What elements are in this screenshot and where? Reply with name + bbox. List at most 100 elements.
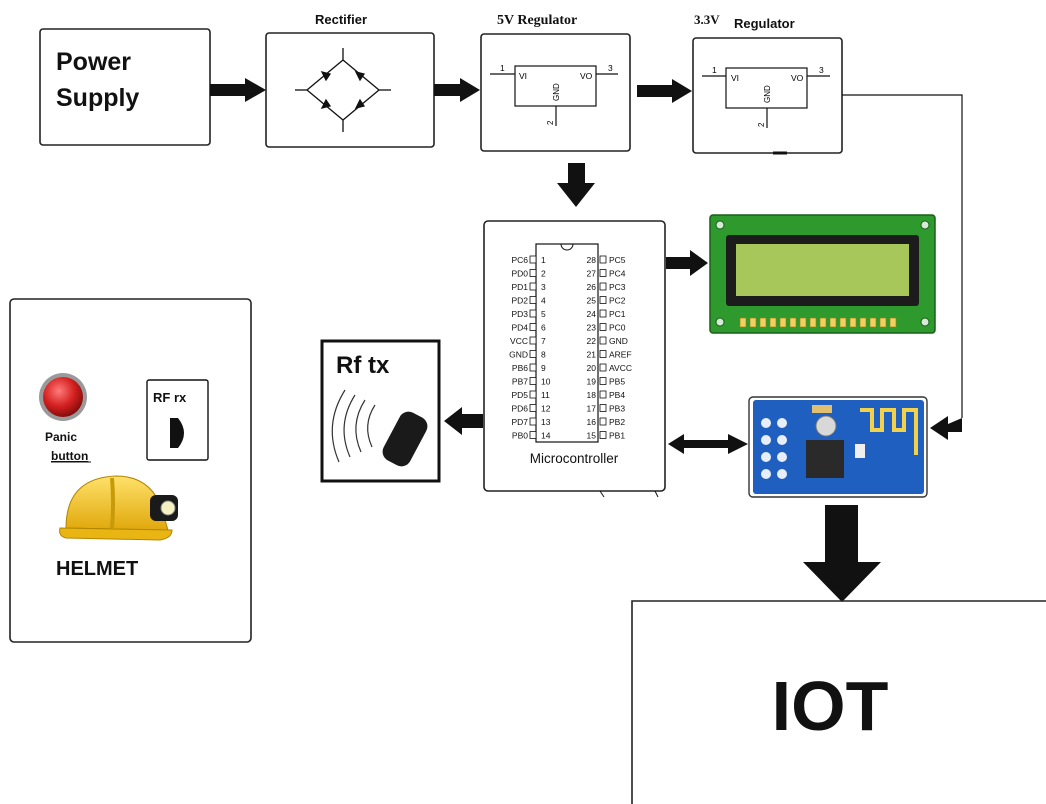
mcu-pin-right-name: PB1 xyxy=(609,431,625,441)
mcu-pin-right-number: 20 xyxy=(587,363,597,373)
reg33-pin3: 3 xyxy=(819,65,824,75)
reg5-vi: VI xyxy=(519,71,527,81)
mcu-pin-left-name: PD1 xyxy=(511,282,528,292)
mcu-pin-right-name: GND xyxy=(609,336,628,346)
mcu-pin-pad xyxy=(599,417,607,426)
mcu-label: Microcontroller xyxy=(530,451,619,466)
reg5-gnd: GND xyxy=(552,83,561,101)
lcd-pin xyxy=(809,317,817,328)
mcu-pin-right-name: PC2 xyxy=(609,296,626,306)
mcu-pin-right-name: PB4 xyxy=(609,390,625,400)
arrow-wire-to-esp xyxy=(930,416,962,440)
mcu-pin-pad xyxy=(599,377,607,385)
mcu-pin-left-number: 3 xyxy=(541,282,546,292)
arrow-mcu-to-rftx xyxy=(444,407,483,435)
reg33-pin1: 1 xyxy=(712,65,717,75)
mcu-pin-right-number: 25 xyxy=(587,296,597,306)
mcu-pin-pad xyxy=(599,336,607,345)
mcu-pin-right-name: PC1 xyxy=(609,309,626,319)
lcd-display xyxy=(709,214,936,334)
mcu-pin-left-name: GND xyxy=(509,350,528,360)
mcu-pin-right-number: 26 xyxy=(587,282,597,292)
mcu-pin-pad xyxy=(599,363,607,372)
esp-chip xyxy=(806,440,844,478)
mcu-pin-right-name: PB5 xyxy=(609,377,625,387)
rf-transmitter-icon xyxy=(382,411,428,467)
arrow-power-to-rectifier xyxy=(210,78,266,102)
rf-tx-label: Rf tx xyxy=(336,352,390,379)
mcu-pin-left-number: 14 xyxy=(541,431,551,441)
mcu-pin-left-name: PD0 xyxy=(511,269,528,279)
reg33-vi: VI xyxy=(731,73,739,83)
lcd-pin xyxy=(789,317,797,328)
mcu-pin-left-number: 9 xyxy=(541,363,546,373)
wire-3v3-to-esp xyxy=(842,94,963,418)
lcd-pin xyxy=(829,317,837,328)
lcd-pin xyxy=(879,317,887,328)
mcu-pin-pad xyxy=(599,282,607,291)
arrow-esp-to-iot xyxy=(803,505,881,602)
regulator-3v3-title: 3.3V xyxy=(694,12,720,27)
mcu-pin-pad xyxy=(529,404,537,412)
mcu-pin-pad xyxy=(599,431,607,439)
reg5-vo: VO xyxy=(580,71,593,81)
rf-rx-icon xyxy=(170,418,184,448)
mcu-pin-left-number: 1 xyxy=(541,255,546,265)
lcd-pin xyxy=(739,317,747,328)
mcu-pin-pad xyxy=(599,323,607,331)
arrow-mcu-to-lcd xyxy=(666,250,708,276)
regulator-5v-title: 5V Regulator xyxy=(497,13,577,28)
mcu-pin-left-name: VCC xyxy=(510,336,528,346)
mcu-pin-left-name: PC6 xyxy=(511,255,528,265)
mcu-pin-pad xyxy=(599,390,607,399)
arrow-5v-to-3v3 xyxy=(637,79,692,103)
mcu-pin-pad xyxy=(599,296,607,304)
mcu-pin-pad xyxy=(529,431,537,439)
regulator-3v3-title2: Regulator xyxy=(734,16,795,31)
mcu-pin-pad xyxy=(529,377,537,385)
mcu-pin-pad xyxy=(529,363,537,372)
esp-antenna xyxy=(860,408,918,455)
reg33-pin2: 2 xyxy=(757,122,766,127)
mcu-pin-right-number: 15 xyxy=(587,431,597,441)
lcd-pin xyxy=(779,317,787,328)
rf-tx-wave-icon xyxy=(331,389,376,463)
mcu-pin-right-number: 23 xyxy=(587,323,597,333)
mcu-pin-left-number: 4 xyxy=(541,296,546,306)
bridge-rectifier-symbol xyxy=(295,48,391,132)
mcu-pin-pad xyxy=(599,309,607,318)
mcu-pin-left-name: PD4 xyxy=(511,323,528,333)
power-supply-label-line2: Supply xyxy=(56,84,139,112)
mcu-pin-left-number: 7 xyxy=(541,336,546,346)
mcu-pin-right-number: 28 xyxy=(587,255,597,265)
mcu-pin-left-name: PD2 xyxy=(511,296,528,306)
iot-block: IOT xyxy=(631,600,1046,804)
rectifier-block: Rectifier xyxy=(265,12,435,148)
mcu-pin-right-number: 18 xyxy=(587,390,597,400)
lcd-pin xyxy=(759,317,767,328)
mcu-pin-pad xyxy=(599,269,607,277)
mcu-pin-right-number: 24 xyxy=(587,309,597,319)
lcd-pin xyxy=(869,317,877,328)
mcu-pin-right-number: 16 xyxy=(587,417,597,427)
mcu-pin-left-name: PD3 xyxy=(511,309,528,319)
mcu-pin-right-number: 17 xyxy=(587,404,597,414)
lcd-pin xyxy=(849,317,857,328)
mcu-pin-right-name: AVCC xyxy=(609,363,632,373)
mcu-pin-pad xyxy=(599,404,607,412)
mcu-pin-pad xyxy=(529,282,537,291)
power-supply-block: Power Supply xyxy=(39,28,211,146)
mcu-pin-right-name: PC4 xyxy=(609,269,626,279)
mcu-pin-pad xyxy=(529,269,537,277)
lcd-pin xyxy=(799,317,807,328)
mcu-pin-left-number: 5 xyxy=(541,309,546,319)
mcu-pin-pad xyxy=(529,296,537,304)
mcu-pin-pad xyxy=(529,350,537,358)
reg5-pin1: 1 xyxy=(500,63,505,73)
mcu-pin-left-name: PB0 xyxy=(512,431,528,441)
mcu-pin-pad xyxy=(529,255,537,264)
reg5-pin2: 2 xyxy=(546,120,555,125)
mcu-pin-left-number: 10 xyxy=(541,377,551,387)
mcu-pin-left-number: 8 xyxy=(541,350,546,360)
